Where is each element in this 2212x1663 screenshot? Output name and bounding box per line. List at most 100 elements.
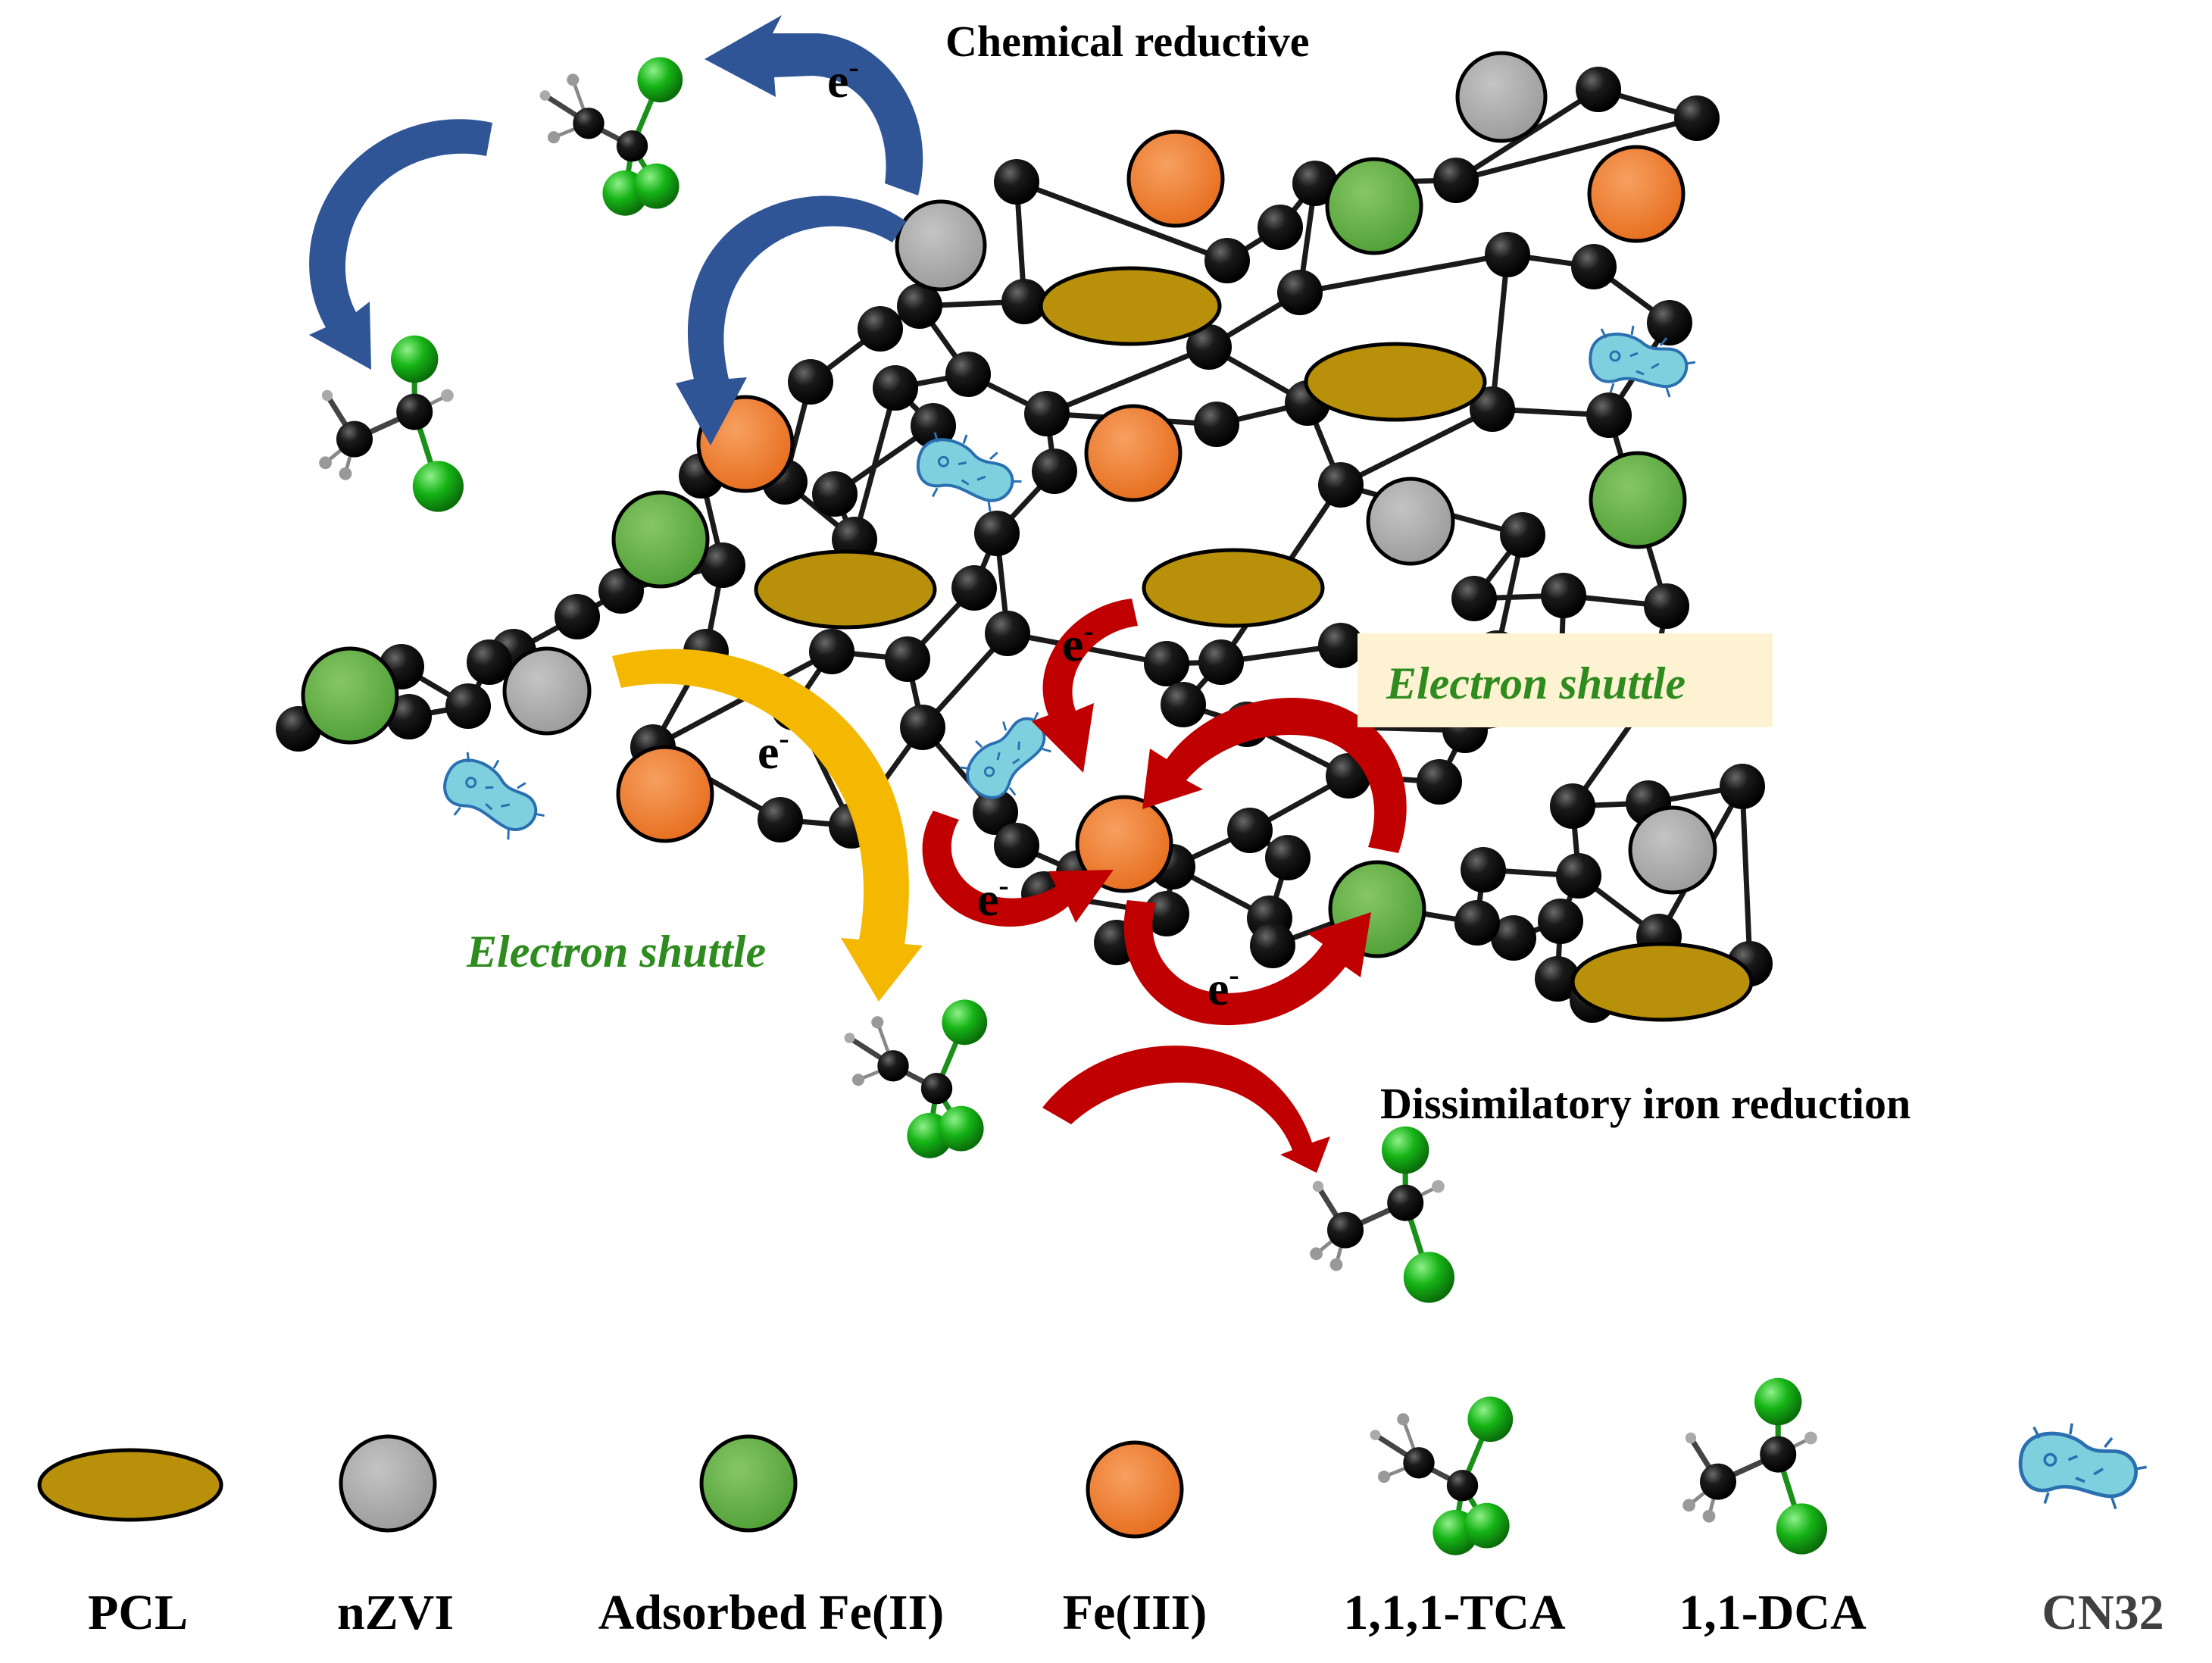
pcl-ellipse-icon [37,1448,223,1522]
carbon-atom [1186,324,1232,370]
carbon-atom [700,542,745,588]
legend-label-dca: 1,1-DCA [1679,1585,1867,1640]
carbon-atom [598,568,644,614]
legend-label-cn32: CN32 [2042,1585,2164,1640]
carbon-atom [897,283,942,329]
legend-label-fe2: Adsorbed Fe(II) [598,1585,945,1640]
legend-label-tca: 1,1,1-TCA [1343,1585,1566,1640]
carbon-atom [885,636,930,682]
carbon-atom [1024,391,1070,436]
carbon-atom [1644,583,1689,629]
carbon-atom [1417,759,1462,805]
carbon-atom [1250,923,1295,968]
orange-sphere-icon [1086,1440,1184,1539]
carbon-atom [1161,682,1206,727]
carbon-atom [1586,392,1632,438]
carbon-atom [1032,449,1077,494]
carbon-atom [858,306,903,352]
chemical-reductive-label: Chemical reductive [945,17,1310,66]
carbon-atom [1194,402,1239,447]
adsorbed-fe2-particles [301,157,1687,958]
electron-labels: e- e- e- e- e- [758,50,1239,1015]
carbon-atom [1265,835,1311,880]
carbon-bond [1045,344,1211,417]
carbon-atom [758,797,803,842]
dca-molecule-icon [1682,1378,1827,1555]
carbon-atom [1470,386,1515,432]
carbon-atom [985,611,1030,656]
carbon-atom [1576,67,1621,112]
carbon-atom [1451,576,1497,621]
legend-item-dca: 1,1-DCA [1679,1378,1867,1640]
carbon-atom [1571,244,1617,289]
bacterium-icon [2020,1424,2147,1509]
carbon-atom [809,629,854,674]
svg-text:e-: e- [977,868,1009,926]
carbon-atom [873,365,918,411]
dca-molecule-left [319,336,464,512]
legend-label-pcl: PCL [88,1585,188,1640]
carbon-atom [1144,891,1189,936]
carbon-atom [1001,279,1047,324]
carbon-atom [994,159,1039,205]
legend-label-nzvi: nZVI [337,1585,454,1640]
carbon-atom [1227,808,1273,853]
carbon-bond [1455,115,1698,183]
carbon-atom [1485,232,1530,277]
carbon-atom [1500,512,1545,558]
legend-item-fe2: Adsorbed Fe(II) [598,1434,945,1640]
svg-text:e-: e- [758,721,789,779]
green-sphere-icon [699,1434,798,1533]
carbon-atom [1433,158,1479,203]
tca-molecule-center [845,999,988,1158]
carbon-atom [900,705,945,750]
legend-item-nzvi: nZVI [337,1434,454,1640]
legend-item-fe3: Fe(III) [1063,1440,1208,1640]
carbon-atom [994,823,1039,868]
carbon-atom [974,511,1020,556]
chemical-reduction-arrows [309,15,923,445]
carbon-atom [1550,783,1595,829]
tca-molecule-icon [1370,1396,1514,1555]
carbon-atom [1720,764,1765,809]
carbon-atom [1647,300,1692,345]
carbon-atom [1258,205,1303,250]
dissimilatory-reduction-arrows [922,599,1407,1173]
carbon-atom [951,565,997,611]
legend-label-fe3: Fe(III) [1063,1585,1208,1640]
carbon-atom [1277,270,1323,315]
carbon-bond [1739,786,1753,964]
carbon-atom [788,359,833,405]
carbon-atom [555,594,600,639]
dissimilatory-label: Dissimilatory iron reduction [1380,1079,1911,1128]
carbon-atom [973,789,1018,835]
carbon-bond [1489,254,1511,410]
carbon-atom [1318,623,1364,668]
grey-sphere-icon [339,1434,437,1533]
carbon-atom [1535,956,1580,1002]
svg-text:e-: e- [1208,958,1239,1015]
carbon-atom [1491,915,1536,961]
carbon-bond [1339,406,1494,488]
legend: PCL nZVI Adsorbed Fe(II) Fe(III) 1,1,1-T… [37,1378,2164,1640]
svg-text:e-: e- [827,50,859,108]
carbon-atom [1318,462,1364,508]
carbon-bond [1299,252,1508,295]
carbon-atom [467,639,512,685]
electron-shuttle-label-left: Electron shuttle [466,927,766,977]
carbon-atom [911,403,956,449]
carbon-atom [1674,95,1720,141]
tca-molecule-top [540,57,683,215]
legend-item-pcl: PCL [37,1448,223,1640]
dca-molecule-right [1310,1127,1454,1303]
carbon-atom [1461,847,1506,892]
carbon-atom [1292,161,1338,206]
carbon-atom [812,471,858,517]
carbon-atom [1204,238,1250,283]
carbon-atom [1538,899,1583,944]
svg-text:e-: e- [1062,614,1094,671]
carbon-atom [1454,900,1500,946]
carbon-atom [1198,639,1244,685]
electron-shuttle-box [1358,633,1773,727]
